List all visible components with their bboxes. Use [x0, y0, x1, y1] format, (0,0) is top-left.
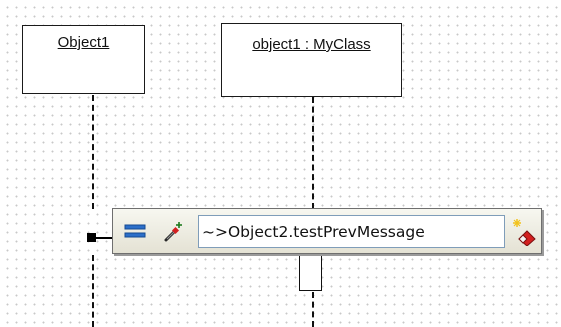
message-anchor-connector [95, 237, 112, 239]
lifeline-object1-label: Object1 [57, 34, 110, 51]
message-anchor-handle[interactable] [87, 233, 96, 242]
lifeline-myclass-dashed-line-lower [312, 292, 314, 327]
lifeline-myclass-box[interactable]: object1 : MyClass [221, 23, 402, 97]
lifeline-object1-dashed-line [92, 95, 94, 209]
lifeline-object1-box[interactable]: Object1 [22, 25, 145, 94]
lifeline-myclass-label: object1 : MyClass [252, 36, 371, 53]
eraser-sparkle-icon[interactable] [512, 218, 538, 247]
lifeline-object1-dashed-line-lower [92, 255, 94, 327]
message-text-input[interactable] [198, 215, 505, 248]
activation-bar[interactable] [299, 255, 322, 291]
lifeline-myclass-dashed-line [312, 97, 314, 209]
properties-lines-icon[interactable] [124, 224, 146, 240]
magic-wand-icon[interactable] [163, 221, 185, 243]
message-edit-toolbar [112, 208, 542, 254]
